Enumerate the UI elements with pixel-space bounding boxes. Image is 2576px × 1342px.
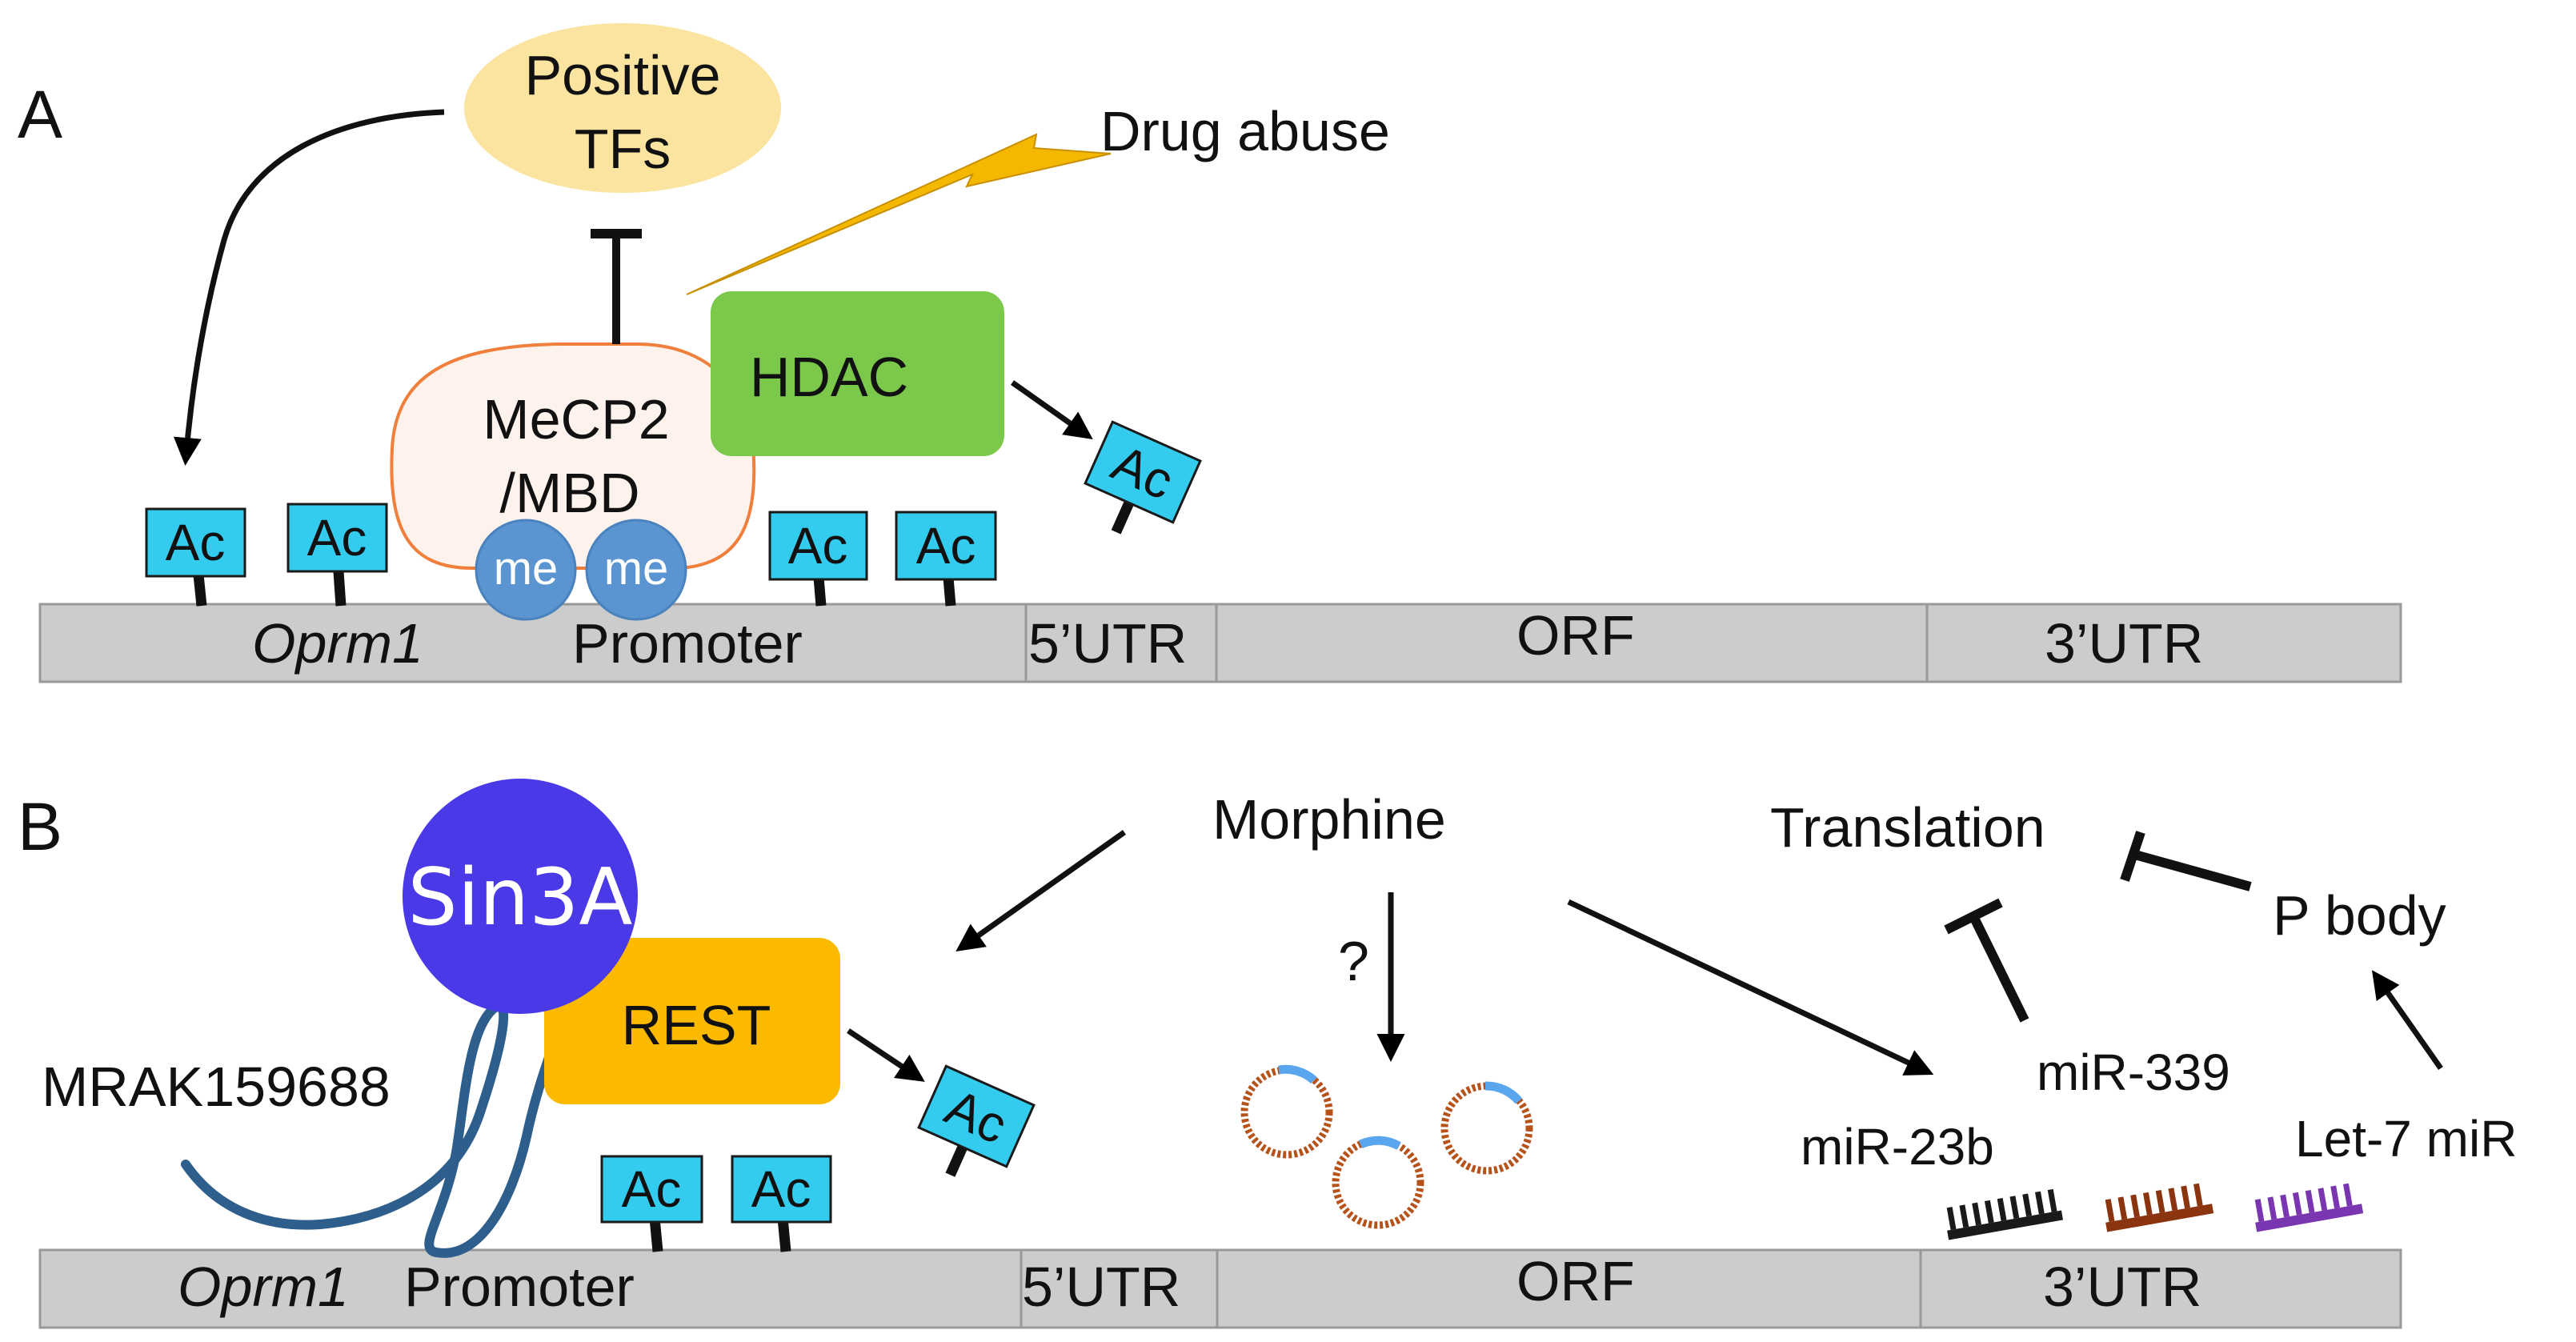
panel-a: A Oprm1 Promoter 5’UTR ORF 3’UTR Ac Ac — [18, 23, 2402, 683]
orf-segment — [1216, 1248, 1922, 1329]
panel-a-gene-bar: Oprm1 Promoter 5’UTR ORF 3’UTR — [38, 603, 2402, 683]
drug-abuse-bolt-icon — [686, 133, 1112, 295]
hdac-box — [711, 291, 1004, 456]
utr5-label: 5’UTR — [1028, 612, 1187, 675]
panel-b-gene-bar: Oprm1 Promoter 5’UTR ORF 3’UTR — [38, 1248, 2402, 1329]
utr5-segment — [1024, 603, 1218, 683]
utr5-label: 5’UTR — [1022, 1256, 1180, 1318]
arrow-morphine-to-rest — [955, 830, 1127, 952]
ac-tag: Ac — [768, 511, 868, 607]
circular-rna — [1332, 1136, 1424, 1229]
let7-strand — [2254, 1183, 2364, 1232]
positive-tfs-ellipse — [464, 23, 781, 193]
orf-label: ORF — [1516, 1250, 1635, 1312]
positive-tfs-line2: TFs — [575, 118, 671, 180]
inhibition-mecp2-to-tfs — [591, 229, 642, 344]
mbd-label: /MBD — [500, 462, 640, 524]
released-ac-tag: Ac — [917, 1064, 1036, 1177]
ac-tag: Ac — [731, 1155, 832, 1252]
ac-tag: Ac — [895, 511, 997, 607]
released-ac-tag: Ac — [1084, 420, 1202, 535]
rest-label: REST — [622, 994, 771, 1056]
inhibition-mir339-to-translation — [1944, 898, 2029, 1023]
sin3a-circle — [403, 779, 638, 1014]
rest-box — [544, 938, 840, 1104]
morphine-label: Morphine — [1212, 788, 1446, 851]
sin3a-label: Sin3A — [408, 852, 633, 943]
svg-text:me: me — [494, 543, 559, 595]
arrow-hdac-to-ac — [1010, 380, 1093, 440]
promoter-label: Promoter — [404, 1256, 635, 1318]
question-mark: ? — [1338, 930, 1369, 992]
svg-text:me: me — [604, 543, 669, 595]
panel-b-letter: B — [18, 789, 62, 864]
svg-text:Ac: Ac — [788, 517, 848, 575]
svg-text:Ac: Ac — [916, 517, 976, 575]
orf-segment — [1215, 603, 1929, 683]
svg-text:Ac: Ac — [307, 509, 367, 567]
utr3-segment — [1925, 603, 2402, 683]
svg-text:Ac: Ac — [166, 514, 226, 571]
let7-label: Let-7 miR — [2295, 1110, 2517, 1168]
promoter-segment — [38, 1248, 1023, 1329]
panel-a-letter: A — [18, 77, 62, 152]
circular-rna — [1240, 1064, 1333, 1159]
mir-23b-strand — [1946, 1188, 2064, 1240]
ac-tag: Ac — [600, 1155, 703, 1252]
orf-label: ORF — [1516, 604, 1635, 667]
mir-23b-label: miR-23b — [1801, 1118, 1994, 1176]
arrow-let7-to-pbody — [2371, 970, 2443, 1071]
arrow-tfs-to-ac — [173, 109, 445, 466]
svg-text:Ac: Ac — [751, 1160, 811, 1218]
positive-tfs-line1: Positive — [524, 44, 720, 106]
utr3-segment — [1919, 1248, 2402, 1329]
drug-abuse-label: Drug abuse — [1100, 100, 1390, 162]
gene-name-label: Oprm1 — [178, 1256, 349, 1318]
methyl-group: me — [585, 519, 687, 621]
promoter-label: Promoter — [572, 612, 803, 675]
lncrna-label: MRAK159688 — [42, 1056, 391, 1118]
utr3-label: 3’UTR — [2045, 612, 2203, 675]
utr3-label: 3’UTR — [2043, 1256, 2201, 1318]
svg-text:Ac: Ac — [622, 1160, 682, 1218]
arrow-morphine-to-mir23b — [1567, 899, 1934, 1076]
ac-tag: Ac — [286, 503, 388, 607]
mir-339-strand — [2105, 1183, 2214, 1232]
circular-rna — [1440, 1081, 1533, 1175]
lncrna-strand — [181, 1001, 569, 1258]
inhibition-pbody-to-translation — [2120, 831, 2252, 891]
translation-label: Translation — [1770, 796, 2045, 859]
ac-tag: Ac — [145, 507, 246, 607]
methyl-group: me — [475, 519, 577, 621]
hdac-label: HDAC — [750, 346, 908, 408]
mir-339-label: miR-339 — [2037, 1044, 2230, 1101]
p-body-label: P body — [2273, 884, 2446, 947]
panel-b: B Oprm1 Promoter 5’UTR ORF 3’UTR MRAK159… — [18, 779, 2517, 1329]
mecp2-label: MeCP2 — [483, 388, 669, 451]
gene-name-label: Oprm1 — [252, 612, 423, 675]
arrow-rest-to-ac — [847, 1028, 925, 1082]
mecp2-mbd-complex — [390, 343, 756, 570]
